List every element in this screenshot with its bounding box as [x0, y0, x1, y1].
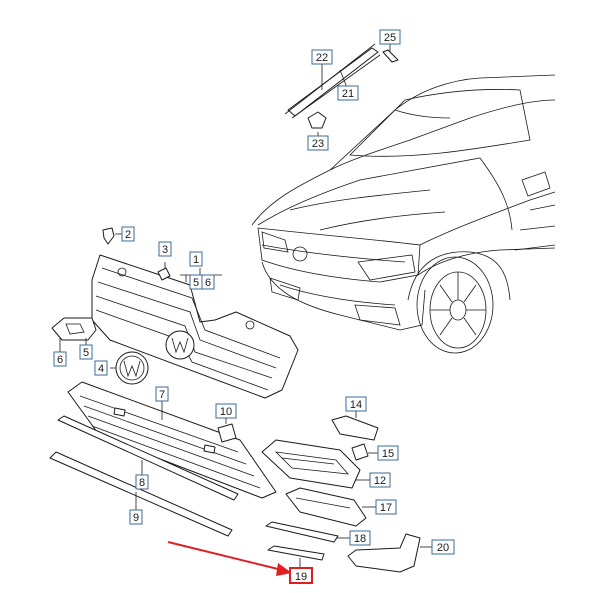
callout-box-22: [311, 49, 333, 65]
callout-box-4: [94, 360, 108, 376]
callout-box-1: [189, 251, 203, 267]
callout-14: 14: [350, 399, 362, 411]
cover-14: [331, 410, 379, 441]
callout-box-7: [155, 386, 169, 402]
callout-box-12: [369, 472, 391, 488]
fittings: [51, 227, 171, 352]
trim-17: [285, 487, 376, 527]
callout-2: 2: [125, 229, 131, 241]
callout-12: 12: [374, 475, 386, 487]
callout-4: 4: [98, 363, 104, 375]
callout-9: 9: [133, 512, 139, 524]
highlight-arrow: [167, 541, 292, 576]
callout-21: 21: [342, 88, 354, 100]
callout-7: 7: [159, 389, 165, 401]
callout-5: 5: [83, 347, 89, 359]
clip-10: [217, 418, 237, 443]
callout-17: 17: [380, 502, 392, 514]
callout-18: 18: [354, 533, 366, 545]
callout-box-15: [377, 445, 399, 461]
callout-8: 8: [139, 477, 145, 489]
callout-box-23: [307, 135, 329, 151]
callout-10: 10: [220, 406, 232, 418]
callout-19: 19: [295, 571, 307, 583]
callout-6b: 6: [205, 277, 211, 289]
car-illustration: [251, 74, 556, 354]
callout-6: 6: [57, 354, 63, 366]
strip-18: [265, 521, 350, 543]
clip-15: [351, 443, 378, 461]
callout-box-3: [158, 241, 172, 257]
callout-23: 23: [312, 138, 324, 150]
callout-box-14: [345, 396, 367, 412]
callout-15: 15: [382, 448, 394, 460]
callout-box-25: [379, 29, 401, 45]
callout-box-10: [215, 403, 237, 419]
upper-grille: [91, 254, 299, 399]
callout-box-5: [79, 344, 93, 360]
callout-1: 1: [193, 254, 199, 266]
callout-box-21: [337, 85, 359, 101]
callout-box-19: [289, 567, 313, 584]
callout-box-6: [53, 351, 67, 367]
trim-strip-8: [57, 415, 239, 501]
callout-20: 20: [437, 542, 449, 554]
callout-labels: 1 2 3 4 5 6 5 6 7 8 9 10 12 14 15 17 18: [53, 29, 455, 584]
callout-25: 25: [384, 32, 396, 44]
emblem-part: [110, 351, 149, 385]
callout-box-17: [375, 499, 397, 515]
callout-box-18: [349, 530, 371, 546]
callout-3: 3: [162, 244, 168, 256]
callout-box-9: [129, 509, 143, 525]
callout-22: 22: [316, 52, 328, 64]
callout-box-20: [431, 539, 455, 555]
callout-5b: 5: [193, 277, 199, 289]
callout-box-8: [135, 474, 149, 490]
trim-20: [347, 533, 432, 573]
lower-grille: [67, 381, 277, 499]
fog-surround-12: [261, 439, 370, 489]
callout-box-2: [121, 226, 135, 242]
trim-strip-9: [49, 451, 233, 537]
callout-box-6b: [201, 274, 215, 290]
strip-19: [267, 545, 325, 568]
